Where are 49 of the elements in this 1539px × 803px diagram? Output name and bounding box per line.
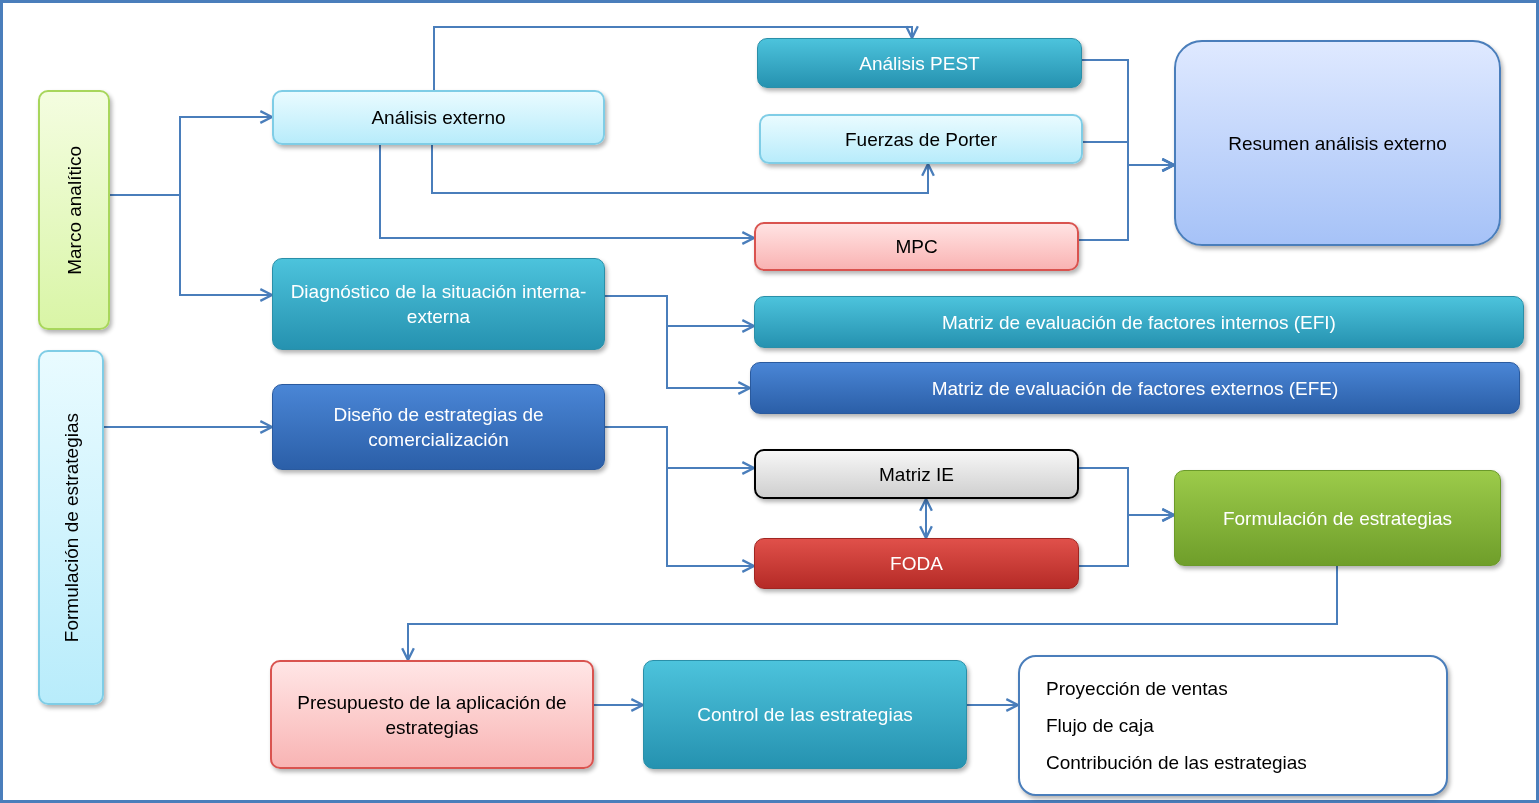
box-text: Formulación de estrategias [1222,506,1453,531]
box-text: Control de las estrategias [697,703,913,727]
connector-arrow [604,426,756,573]
process-box [757,38,1082,88]
vertical-label-box [38,350,104,705]
box-text: Formulación de estrategias [59,412,83,643]
box-text: Análisis PEST [859,51,980,76]
process-box [1018,655,1448,796]
box-text: FODA [890,552,943,576]
box-text: Diagnóstico de la situación interna-externa [289,280,588,329]
connector-arrow [604,295,752,395]
connector-arrow [1078,508,1176,567]
box-text: Matriz de evaluación de factores externos (EFE) [931,376,1339,401]
box-text: Flujo de caja [1046,714,1154,738]
box-text: Diseño de estrategias de comercialización [332,403,545,452]
process-box [754,296,1524,348]
connector-arrow [1078,158,1176,241]
box-text: Proyección de ventas [1046,677,1228,701]
process-box [754,449,1079,499]
box-text: Resumen análisis externo [1228,131,1447,156]
process-box [750,362,1520,414]
process-box [754,222,1079,271]
process-box [270,660,594,769]
box-text: Matriz de evaluación de factores internos (EFI) [942,310,1336,335]
connector-arrow [593,698,645,712]
process-box [1174,470,1501,566]
connector-arrow [433,25,919,91]
box-text: MPC [895,235,938,259]
connector-arrow [109,194,274,302]
box-text: Contribución de las estrategias [1046,751,1307,775]
process-box [1174,40,1501,246]
box-text: Fuerzas de Porter [844,127,998,152]
connector-arrow [431,144,935,194]
box-text: Matriz IE [879,462,954,487]
process-box [272,90,605,145]
connector-arrow [966,698,1020,712]
connector-arrow [401,565,1338,662]
process-box [643,660,967,769]
process-box [272,384,605,470]
connector-arrow [919,497,933,540]
vertical-label-box [38,90,110,330]
box-text: Análisis externo [371,106,506,130]
connector-arrow [103,420,274,434]
process-box [754,538,1079,589]
box-text: Presupuesto de la aplicación de estrategias [296,690,568,740]
box-text: Marco analítico [62,145,86,275]
process-box [272,258,605,350]
process-box [759,114,1083,164]
connector-arrow [379,144,756,245]
